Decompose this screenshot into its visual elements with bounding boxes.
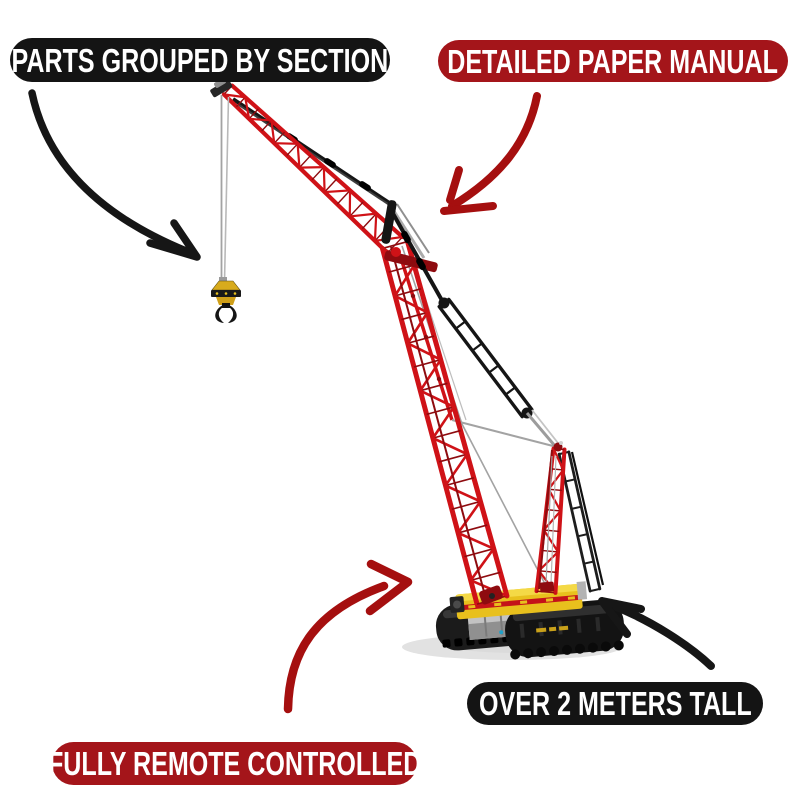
callout-label: OVER 2 METERS TALL [478, 685, 752, 722]
hook [215, 305, 225, 323]
hook-block [211, 277, 241, 323]
crane-model [210, 78, 625, 660]
annotation-arrow-to-boom [440, 92, 541, 215]
annotation-arrow-to-hook [28, 89, 201, 261]
callout-label: DETAILED PAPER MANUAL [447, 42, 779, 80]
crawler-track-right [505, 599, 625, 660]
callout-detailed-paper-manual: DETAILED PAPER MANUAL [438, 40, 788, 82]
callout-over-2-meters-tall: OVER 2 METERS TALL [467, 682, 763, 725]
track-brand-marking [548, 626, 557, 632]
track-brand-marking [536, 627, 547, 633]
annotation-arrow-to-crawler-base [598, 597, 715, 670]
callout-fully-remote-controlled: FULLY REMOTE CONTROLLED [48, 742, 421, 785]
annotation-arrow-to-superstructure [283, 559, 413, 714]
callout-parts-grouped-by-section: PARTS GROUPED BY SECTION [10, 38, 390, 82]
boom-hoist-rope [401, 245, 546, 585]
track-brand-marking [558, 625, 569, 631]
boom-tip [210, 79, 233, 98]
callout-label: PARTS GROUPED BY SECTION [11, 41, 389, 79]
callout-label: FULLY REMOTE CONTROLLED [47, 745, 422, 782]
